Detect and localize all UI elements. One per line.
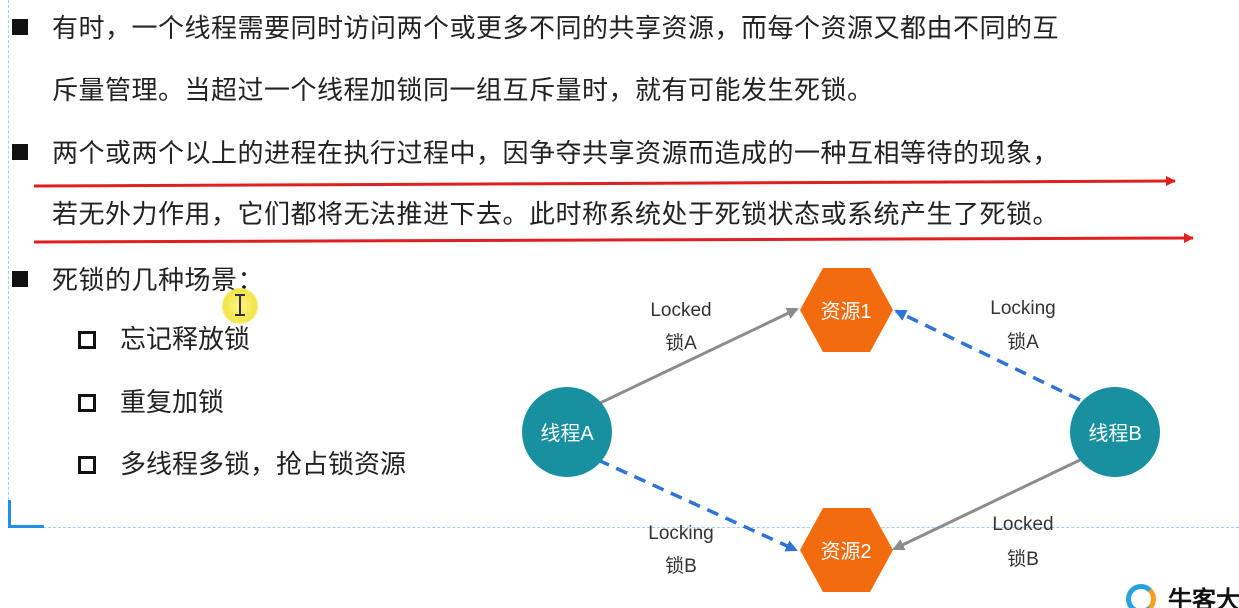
- red-underline-arrow: [33, 176, 1176, 188]
- edge-b-r2-status: Locked: [992, 514, 1053, 535]
- nowcoder-logo: 牛客大: [1124, 578, 1239, 608]
- edge-a-r1-lock: 锁A: [665, 332, 697, 354]
- frame-left-border: [8, 0, 9, 520]
- bullet-marker: [12, 271, 28, 287]
- thread-a-label: 线程A: [540, 422, 594, 445]
- thread-node-b: 线程B: [1070, 387, 1160, 477]
- edge-a-r2-lock: 锁B: [665, 555, 697, 577]
- edge-a-r2: [597, 458, 798, 552]
- frame-bottom-border: [8, 527, 1239, 528]
- resource-2-label: 资源2: [820, 540, 871, 563]
- logo-text: 牛客大: [1168, 586, 1239, 608]
- frame-corner: [8, 500, 44, 528]
- edge-b-r1: [894, 309, 1081, 402]
- edge-b-r2: [892, 458, 1081, 551]
- bullet-1-line-2: 斥量管理。当超过一个线程加锁同一组互斥量时，就有可能发生死锁。: [52, 76, 874, 106]
- bullet-2-line-1: 两个或两个以上的进程在执行过程中，因争夺共享资源而造成的一种互相等待的现象，: [52, 139, 1060, 169]
- scenario-item: 重复加锁: [120, 388, 225, 418]
- bullet-1-line-1: 有时，一个线程需要同时访问两个或更多不同的共享资源，而每个资源又都由不同的互: [52, 14, 1060, 44]
- checkbox-icon: [78, 331, 96, 349]
- edge-a-r1: [597, 307, 799, 406]
- scenario-item: 多线程多锁，抢占锁资源: [120, 450, 407, 480]
- logo-icon: [1126, 584, 1156, 608]
- edge-b-r2-lock: 锁B: [1007, 548, 1039, 570]
- checkbox-icon: [78, 394, 96, 412]
- bullet-marker: [12, 144, 28, 160]
- text-cursor-icon: [235, 294, 245, 316]
- resource-node-1: 资源1: [800, 268, 893, 352]
- scenario-item: 忘记释放锁: [120, 325, 251, 355]
- bullet-marker: [12, 19, 28, 35]
- edge-a-r1-status: Locked: [650, 300, 711, 321]
- resource-node-2: 资源2: [800, 508, 893, 592]
- bullet-2-line-2: 若无外力作用，它们都将无法推进下去。此时称系统处于死锁状态或系统产生了死锁。: [52, 200, 1060, 230]
- edge-b-r1-lock: 锁A: [1007, 331, 1039, 353]
- thread-b-label: 线程B: [1088, 422, 1141, 445]
- red-underline-arrow: [33, 233, 1194, 244]
- checkbox-icon: [78, 456, 96, 474]
- edge-b-r1-status: Locking: [990, 298, 1056, 319]
- thread-node-a: 线程A: [522, 387, 612, 477]
- resource-1-label: 资源1: [820, 300, 871, 323]
- edge-a-r2-status: Locking: [648, 523, 714, 544]
